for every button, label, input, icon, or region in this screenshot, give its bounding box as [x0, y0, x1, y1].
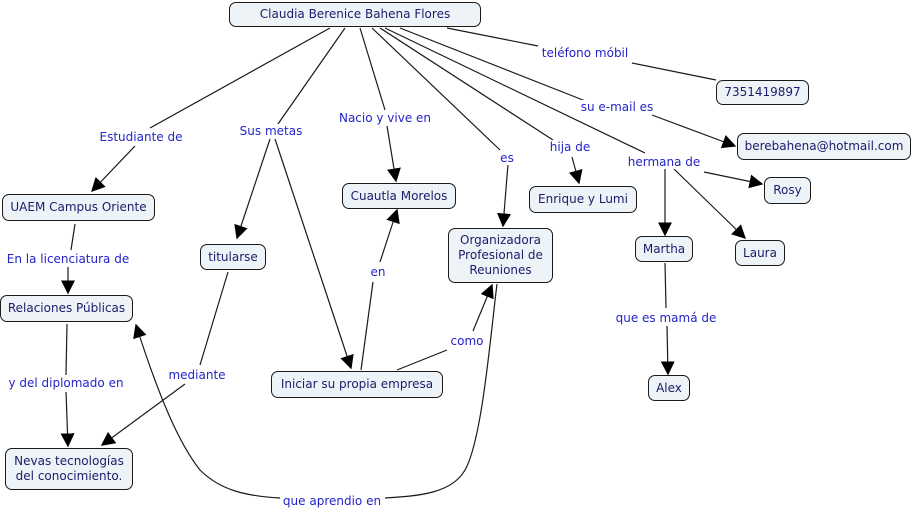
- edge-aprendio-relaciones: [133, 323, 281, 499]
- node-nevas[interactable]: Nevas tecnologías del conocimiento.: [5, 448, 133, 490]
- edge-es-organizadora: [497, 163, 511, 228]
- edge-root-hija: [379, 27, 554, 141]
- node-relaciones[interactable]: Relaciones Públicas: [0, 295, 133, 322]
- node-root[interactable]: Claudia Berenice Bahena Flores: [229, 2, 481, 27]
- edge-diplomado-nevas: [60, 391, 75, 448]
- link-telefono[interactable]: teléfono móbil: [540, 46, 630, 60]
- node-enrique[interactable]: Enrique y Lumi: [529, 186, 637, 213]
- edge-root-telefono: [446, 27, 539, 47]
- edge-como-organizadora: [472, 283, 494, 332]
- link-hija[interactable]: hija de: [548, 140, 592, 154]
- edge-root-estudiante: [149, 27, 331, 129]
- link-hermana[interactable]: hermana de: [626, 155, 702, 169]
- edge-en-cuautla: [379, 208, 400, 263]
- link-mama[interactable]: que es mamá de: [614, 311, 718, 325]
- edge-root-hermana: [384, 27, 646, 154]
- link-metas[interactable]: Sus metas: [238, 124, 304, 138]
- edge-organizadora-aprendio: [384, 283, 498, 499]
- link-aprendio[interactable]: que aprendio en: [281, 494, 383, 508]
- edge-martha-mama: [664, 262, 667, 309]
- node-laura[interactable]: Laura: [735, 240, 785, 266]
- link-como[interactable]: como: [449, 334, 485, 348]
- node-phone[interactable]: 7351419897: [716, 80, 809, 105]
- edge-root-nacio: [359, 27, 386, 111]
- link-mediante[interactable]: mediante: [167, 368, 227, 382]
- edge-estudiante-uaem: [91, 145, 136, 193]
- edge-root-metas: [277, 27, 346, 125]
- edge-metas-iniciar: [274, 138, 354, 370]
- link-diplomado[interactable]: y del diplomado en: [7, 376, 125, 390]
- link-estudiante[interactable]: Estudiante de: [98, 130, 184, 144]
- node-rosy[interactable]: Rosy: [764, 177, 811, 204]
- edge-uaem-licenciatura: [70, 223, 76, 251]
- link-es[interactable]: es: [499, 151, 515, 165]
- edge-iniciar-como: [396, 349, 448, 371]
- edge-mama-alex: [660, 325, 675, 376]
- edge-root-es: [371, 27, 501, 151]
- edge-hermana-rosy: [703, 171, 764, 189]
- link-email[interactable]: su e-mail es: [579, 100, 655, 114]
- node-organizadora[interactable]: Organizadora Profesional de Reuniones: [448, 228, 553, 283]
- edge-hija-enrique: [568, 156, 583, 185]
- edge-root-email: [399, 27, 589, 103]
- edge-hermana-laura: [673, 168, 747, 239]
- node-titularse[interactable]: titularse: [200, 244, 266, 270]
- edge-iniciar-en: [360, 281, 374, 371]
- link-nacio[interactable]: Nacio y vive en: [337, 111, 433, 125]
- node-iniciar[interactable]: Iniciar su propia empresa: [271, 371, 443, 398]
- node-email[interactable]: berebahena@hotmail.com: [737, 133, 911, 160]
- link-en[interactable]: en: [369, 265, 387, 279]
- edge-telefono-phone: [631, 62, 717, 81]
- link-licenciatura[interactable]: En la licenciatura de: [5, 252, 131, 266]
- edge-mediante-nevas: [100, 383, 186, 446]
- edge-relaciones-diplomado: [65, 323, 68, 376]
- edge-nacio-cuautla: [386, 125, 401, 183]
- node-martha[interactable]: Martha: [635, 236, 693, 262]
- edge-titularse-mediante: [199, 271, 229, 366]
- node-cuautla[interactable]: Cuautla Morelos: [342, 183, 456, 209]
- edge-metas-titularse: [234, 138, 271, 240]
- edge-email-target: [651, 114, 737, 149]
- node-alex[interactable]: Alex: [648, 375, 690, 401]
- node-uaem[interactable]: UAEM Campus Oriente: [2, 194, 155, 221]
